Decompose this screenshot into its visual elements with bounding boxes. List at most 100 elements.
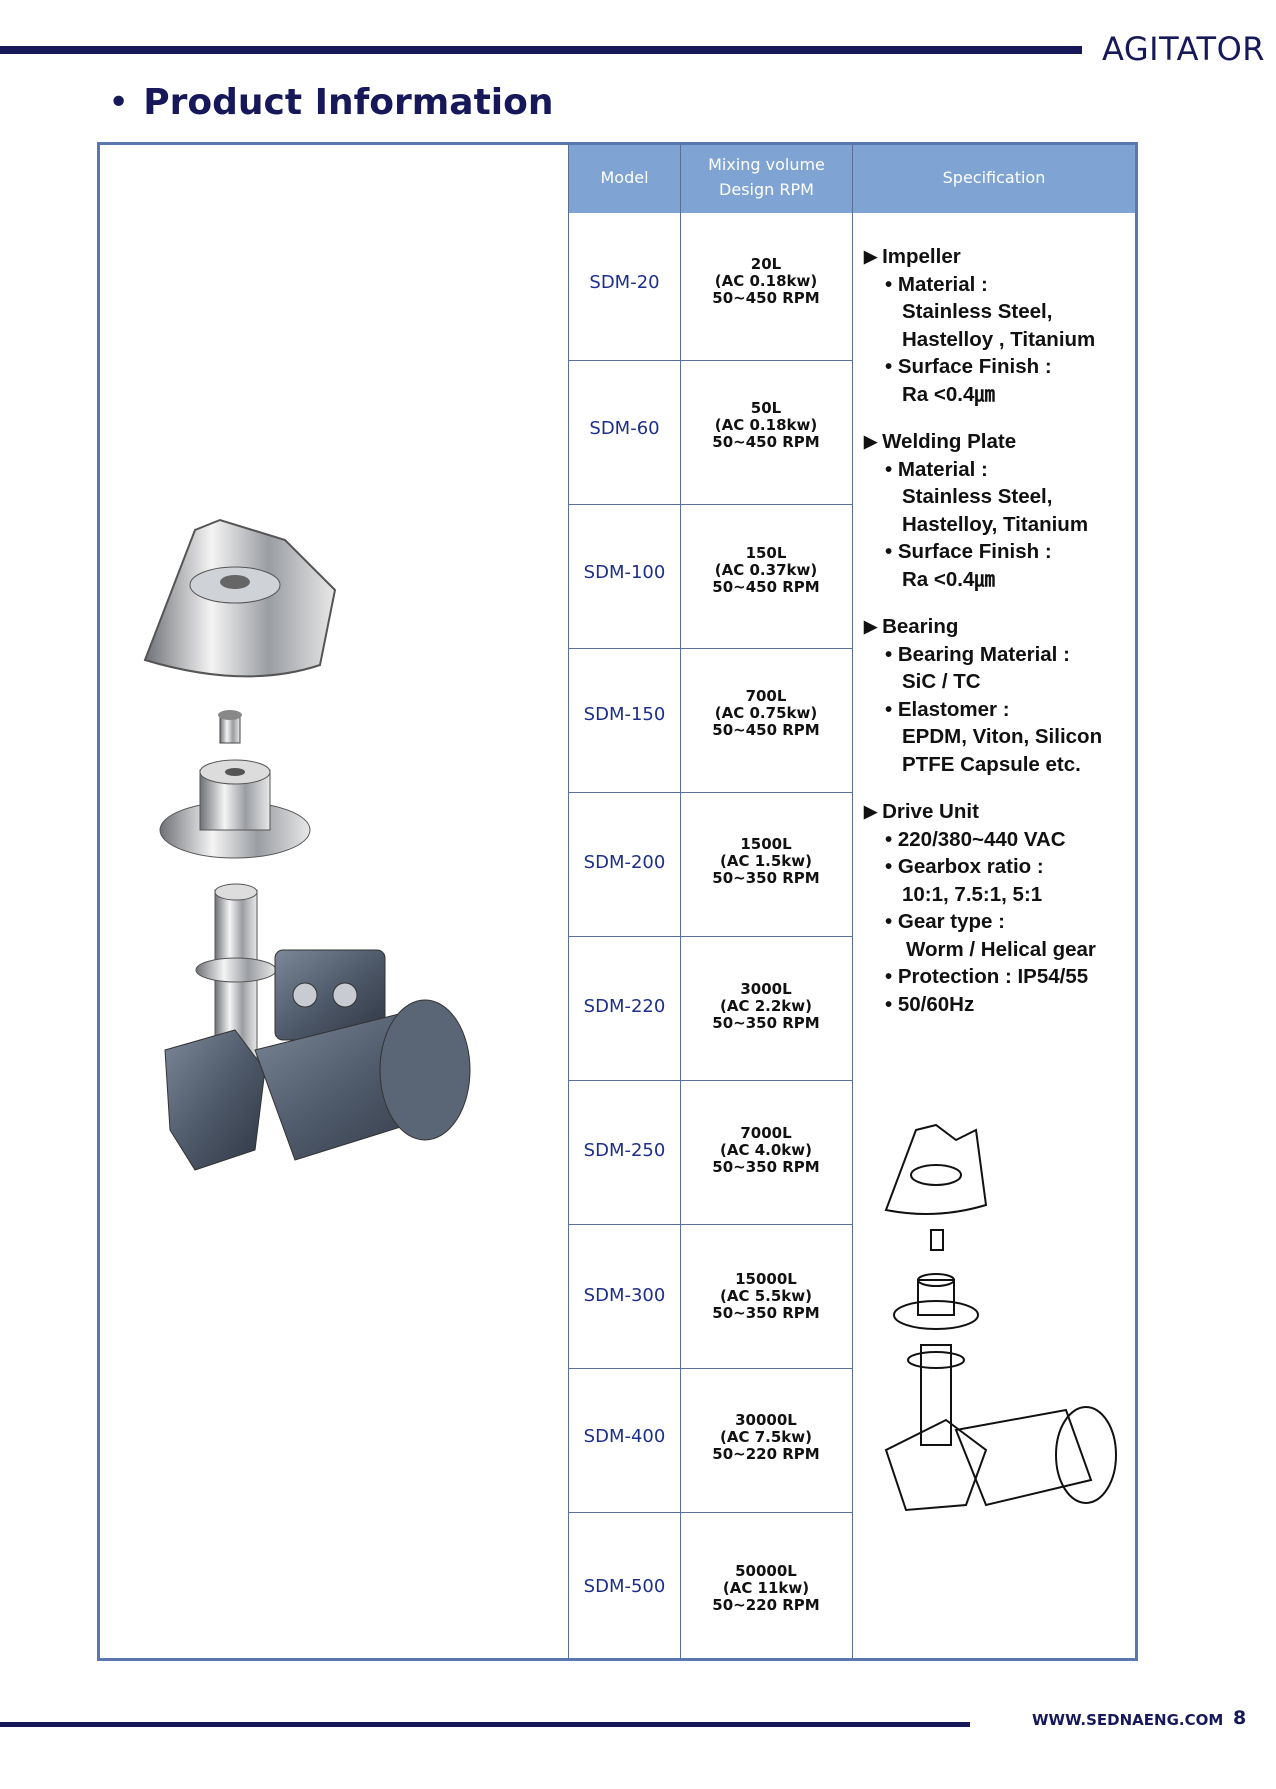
model-cell: SDM-20 xyxy=(589,272,660,293)
spec-label: Surface Finish : xyxy=(897,355,1052,378)
volume-cell: 7000L(AC 4.0kw)50~350 RPM xyxy=(680,1125,852,1176)
grid-hline xyxy=(569,936,852,937)
spec-value: Hastelloy, Titanium xyxy=(902,512,1089,536)
power-value: (AC 0.75kw) xyxy=(714,704,818,722)
spec-bearing: ▶Bearing • Bearing Material : SiC / TC •… xyxy=(864,613,1134,778)
spec-value: Ra <0.4㎛ xyxy=(902,567,995,591)
power-value: (AC 11kw) xyxy=(722,1579,810,1597)
header-model-text: Model xyxy=(600,167,649,187)
spec-label: Material : xyxy=(897,272,988,296)
header-volume-line1: Mixing volume xyxy=(708,155,825,174)
rpm-value: 50~450 RPM xyxy=(712,289,820,307)
volume-cell: 1500L(AC 1.5kw)50~350 RPM xyxy=(680,836,852,887)
model-cell: SDM-300 xyxy=(583,1285,666,1306)
power-value: (AC 5.5kw) xyxy=(720,1287,812,1305)
spec-welding-plate: ▶Welding Plate • Material : Stainless St… xyxy=(864,428,1134,593)
power-value: (AC 1.5kw) xyxy=(720,852,812,870)
rpm-value: 50~450 RPM xyxy=(712,433,820,451)
power-value: (AC 2.2kw) xyxy=(720,997,812,1015)
spec-value: Hastelloy , Titanium xyxy=(902,327,1096,351)
spec-label: Gear type : xyxy=(897,910,1005,933)
model-cell: SDM-200 xyxy=(583,852,666,873)
model-cell: SDM-400 xyxy=(583,1426,666,1447)
spec-value: Protection : IP54/55 xyxy=(897,965,1089,988)
grid-vline-volume xyxy=(852,145,853,1658)
header-spec-text: Specification xyxy=(942,167,1046,187)
volume-value: 30000L xyxy=(735,1411,797,1429)
housing-outline xyxy=(893,1273,979,1330)
model-cell: SDM-500 xyxy=(583,1576,666,1597)
volume-value: 7000L xyxy=(740,1124,792,1142)
power-value: (AC 7.5kw) xyxy=(720,1428,812,1446)
spec-value: Worm / Helical gear xyxy=(906,937,1096,961)
gearbox-motor-part xyxy=(164,949,471,1171)
spec-impeller: ▶Impeller • Material : Stainless Steel, … xyxy=(864,243,1134,408)
volume-value: 3000L xyxy=(740,980,792,998)
grid-hline xyxy=(569,360,852,361)
volume-value: 20L xyxy=(750,255,782,273)
volume-value: 15000L xyxy=(735,1270,797,1288)
grid-hline xyxy=(569,1512,852,1513)
agitator-exploded-illustration xyxy=(143,518,471,1171)
power-value: (AC 0.18kw) xyxy=(714,416,818,434)
volume-cell: 3000L(AC 2.2kw)50~350 RPM xyxy=(680,981,852,1032)
model-cell: SDM-220 xyxy=(583,996,666,1017)
power-value: (AC 0.18kw) xyxy=(714,272,818,290)
rpm-value: 50~350 RPM xyxy=(712,1014,820,1032)
volume-cell: 20L(AC 0.18kw)50~450 RPM xyxy=(680,256,852,307)
shaft-motor-outline xyxy=(884,1344,1117,1512)
spec-value: SiC / TC xyxy=(902,670,981,693)
volume-value: 50L xyxy=(750,399,782,417)
spec-value: 50/60Hz xyxy=(897,992,975,1016)
volume-value: 50000L xyxy=(735,1562,797,1580)
spec-label: Bearing Material : xyxy=(897,642,1070,666)
grid-hline xyxy=(569,1224,852,1225)
triangle-bullet-icon: ▶ xyxy=(864,802,878,821)
spec-heading: Drive Unit xyxy=(882,800,979,823)
volume-cell: 700L(AC 0.75kw)50~450 RPM xyxy=(680,688,852,739)
triangle-bullet-icon: ▶ xyxy=(864,617,878,636)
spec-value: 10:1, 7.5:1, 5:1 xyxy=(902,882,1043,906)
grid-vline-model xyxy=(680,145,681,1658)
header-spec: Specification xyxy=(853,145,1135,209)
spec-label: Gearbox ratio : xyxy=(897,855,1044,878)
grid-hline xyxy=(569,792,852,793)
page-title-text: Product Information xyxy=(143,82,554,123)
triangle-bullet-icon: ▶ xyxy=(864,247,878,266)
volume-cell: 50000L(AC 11kw)50~220 RPM xyxy=(680,1563,852,1614)
spec-heading: Impeller xyxy=(882,245,961,268)
spec-value: Stainless Steel, xyxy=(902,300,1053,323)
spec-drive-unit: ▶Drive Unit • 220/380~440 VAC • Gearbox … xyxy=(864,798,1134,1018)
spec-label: Elastomer : xyxy=(897,697,1010,721)
spec-value: 220/380~440 VAC xyxy=(897,827,1066,851)
grid-vline-left xyxy=(568,145,569,1658)
bearing-housing-part xyxy=(159,759,311,859)
seal-bolt-part xyxy=(218,710,242,744)
model-cell: SDM-60 xyxy=(589,418,660,439)
spec-heading: Welding Plate xyxy=(882,430,1017,453)
rpm-value: 50~220 RPM xyxy=(712,1445,820,1463)
power-value: (AC 0.37kw) xyxy=(714,561,818,579)
spec-label: Surface Finish : xyxy=(897,540,1052,563)
product-table-frame xyxy=(97,142,1138,1661)
spec-value: Stainless Steel, xyxy=(902,485,1053,508)
volume-cell: 150L(AC 0.37kw)50~450 RPM xyxy=(680,545,852,596)
rpm-value: 50~220 RPM xyxy=(712,1596,820,1614)
seal-outline xyxy=(930,1229,944,1251)
model-cell: SDM-250 xyxy=(583,1140,666,1161)
volume-cell: 50L(AC 0.18kw)50~450 RPM xyxy=(680,400,852,451)
website-link[interactable]: WWW.SEDNAENG.COM xyxy=(1032,1711,1224,1729)
triangle-bullet-icon: ▶ xyxy=(864,432,878,451)
model-cell: SDM-100 xyxy=(583,562,666,583)
grid-hline xyxy=(569,1080,852,1081)
section-label: AGITATOR xyxy=(1102,30,1265,68)
header-volume-line2: Design RPM xyxy=(719,180,814,199)
rpm-value: 50~450 RPM xyxy=(712,721,820,739)
impeller-part xyxy=(143,518,337,678)
rpm-value: 50~350 RPM xyxy=(712,1304,820,1322)
volume-value: 700L xyxy=(745,687,787,705)
specification-list: ▶Impeller • Material : Stainless Steel, … xyxy=(864,243,1134,1038)
bottom-rule xyxy=(0,1722,970,1727)
grid-hline xyxy=(569,1368,852,1369)
